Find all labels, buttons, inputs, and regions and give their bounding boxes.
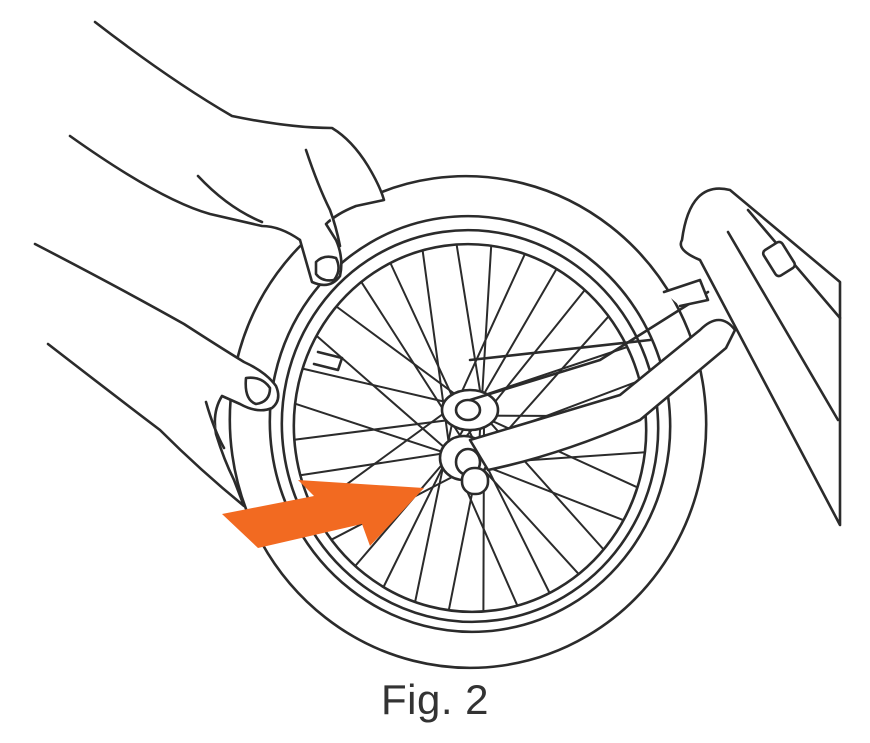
- hub-core-back: [454, 398, 482, 422]
- tire-outer: [228, 174, 708, 670]
- valve: [312, 350, 344, 372]
- spoke: [382, 451, 451, 588]
- frame-arm: [468, 318, 737, 472]
- axle-end: [460, 466, 490, 496]
- spoke: [301, 367, 457, 406]
- mudguard-strut: [468, 338, 652, 362]
- lower-hand-outline: [33, 242, 280, 508]
- spoke: [414, 403, 457, 603]
- spoke: [315, 334, 451, 454]
- upper-thumbnail: [314, 255, 340, 282]
- brake-pad: [662, 278, 710, 308]
- frame-button: [761, 240, 797, 278]
- lower-finger-line: [204, 400, 226, 450]
- upper-hand: [68, 20, 386, 287]
- wheel-removal-illustration: [33, 20, 842, 670]
- lower-hand: [33, 242, 280, 508]
- stroller-frame: [662, 187, 842, 527]
- upper-hand-outline: [68, 20, 386, 287]
- lower-thumbnail: [244, 376, 272, 406]
- spoke: [360, 280, 479, 465]
- spoke: [299, 451, 451, 477]
- figure-caption: Fig. 2: [380, 676, 490, 723]
- upper-knuckle: [196, 174, 264, 224]
- frame-tube-inner: [726, 230, 840, 422]
- spoke: [389, 262, 457, 406]
- frame-arm-upper: [468, 290, 710, 402]
- spoke: [455, 253, 526, 406]
- upper-thumb: [304, 148, 342, 248]
- arrow-icon: [222, 480, 424, 548]
- spoke: [455, 243, 485, 417]
